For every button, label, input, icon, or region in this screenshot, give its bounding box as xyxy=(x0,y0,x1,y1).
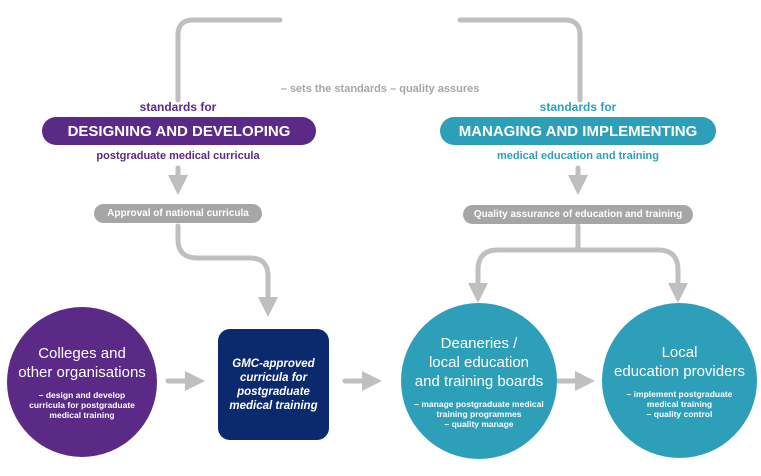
colleges-subtext: – design and develop curricula for postg… xyxy=(29,390,135,420)
gmc-line-1: GMC-approved xyxy=(232,357,315,370)
deaneries-circle: Deaneries / local education and training… xyxy=(401,303,557,459)
arrow-quality-to-local xyxy=(575,247,688,303)
quality-assurance-pill: Quality assurance of education and train… xyxy=(463,205,693,224)
right-standards-above: standards for xyxy=(539,100,617,114)
deaneries-title: Deaneries / local education and training… xyxy=(414,334,544,390)
top-bracket-line xyxy=(175,17,283,103)
local-providers-circle: Local education providers – implement po… xyxy=(602,303,757,458)
managing-implementing-pill: MANAGING AND IMPLEMENTING xyxy=(440,117,716,145)
right-standards-below: medical education and training xyxy=(497,150,659,162)
approval-pill: Approval of national curricula xyxy=(94,204,262,223)
gmc-curricula-box: GMC-approved curricula for postgraduate … xyxy=(218,329,329,440)
left-standards-above: standards for xyxy=(139,100,217,114)
gmc-line-4: medical training xyxy=(229,399,318,412)
approval-label: Approval of national curricula xyxy=(107,208,249,219)
colleges-title: Colleges and other organisations xyxy=(18,345,146,381)
gmc-line-3: postgraduate xyxy=(237,385,310,398)
left-standards-below: postgraduate medical curricula xyxy=(96,150,260,162)
managing-implementing-label: MANAGING AND IMPLEMENTING xyxy=(458,122,698,140)
designing-developing-pill: DESIGNING AND DEVELOPING xyxy=(42,117,316,145)
deaneries-subtext: – manage postgraduate medical training p… xyxy=(414,398,544,429)
top-bracket-line-right xyxy=(457,17,583,103)
local-providers-subtext: – implement postgraduate medical trainin… xyxy=(626,388,733,419)
top-caption: – sets the standards – quality assures xyxy=(280,83,480,95)
quality-assurance-label: Quality assurance of education and train… xyxy=(473,209,683,220)
arrow-approval-to-gmc xyxy=(175,223,278,317)
local-providers-title: Local education providers xyxy=(614,343,745,380)
arrow-quality-to-deaneries xyxy=(468,247,581,303)
designing-developing-label: DESIGNING AND DEVELOPING xyxy=(67,122,291,140)
colleges-circle: Colleges and other organisations – desig… xyxy=(7,307,157,457)
gmc-line-2: curricula for xyxy=(239,371,308,384)
